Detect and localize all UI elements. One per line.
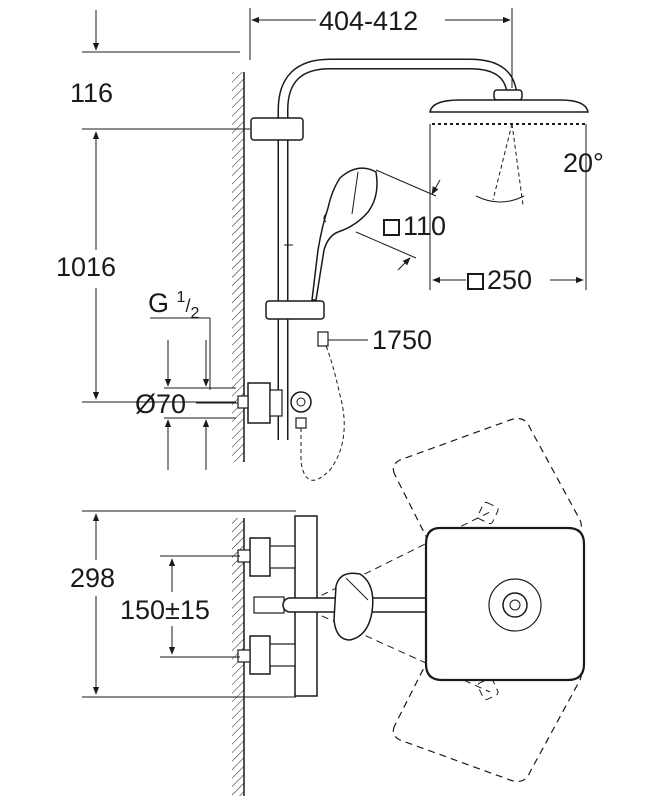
inlet-thread-numerator: 1: [176, 289, 186, 306]
inlet-spacing-label: 150±15: [120, 595, 210, 625]
hand-shower: [311, 167, 378, 301]
thermostat-body: [237, 382, 312, 429]
shower-hose: [300, 345, 345, 481]
plan-depth-label: 298: [70, 563, 116, 593]
inlet-thread-denominator: 2: [190, 305, 200, 322]
wall-bracket: [250, 117, 304, 141]
rosette-diameter-label: Ø70: [135, 389, 187, 419]
head-shower: [429, 89, 589, 125]
head-shower-size-label: 250: [467, 267, 532, 294]
plan-dimension-lines: [82, 510, 296, 698]
inlet-thread-label: G 1/2: [148, 288, 200, 322]
arm-projection-label: 404-412: [319, 6, 419, 36]
shower-column: [277, 58, 518, 440]
rail-slider: [265, 300, 329, 347]
dimension-lines: [82, 8, 584, 470]
square-symbol-icon: [383, 219, 400, 236]
hand-shower-size-label: 110: [383, 213, 446, 240]
inlet-thread-prefix: G: [148, 288, 170, 318]
top-offset-label: 116: [70, 78, 114, 108]
angle-lines: [429, 123, 587, 290]
square-symbol-icon: [467, 273, 484, 290]
hand-shower-size-value: 110: [403, 211, 447, 241]
hose-length-label: 1750: [372, 325, 433, 355]
rail-height-label: 1016: [56, 252, 117, 282]
plan-head-shower: [424, 526, 586, 682]
tilt-angle-label: 20°: [563, 148, 604, 178]
plan-hand-shower: [333, 572, 374, 641]
head-shower-size-value: 250: [487, 265, 533, 295]
